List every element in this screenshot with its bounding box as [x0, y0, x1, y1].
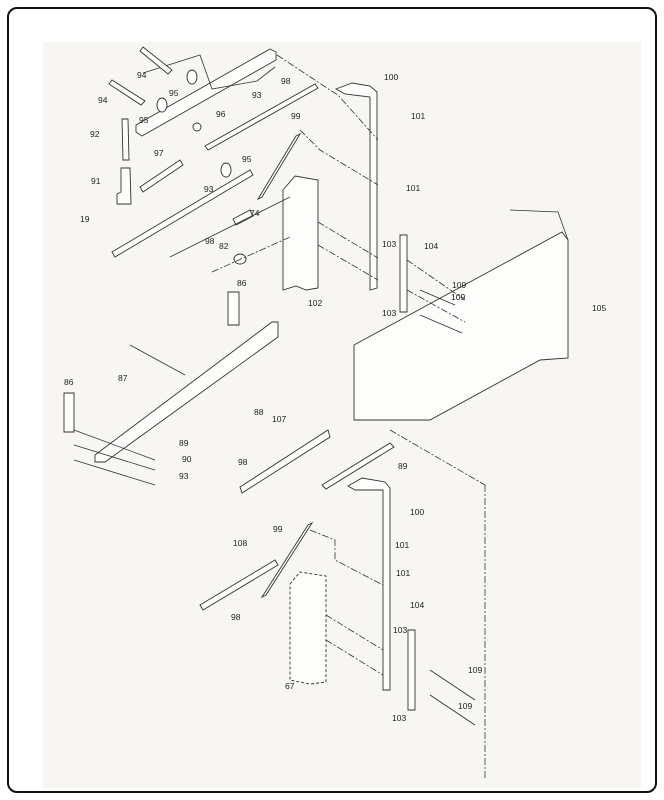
part-95-washer: [156, 97, 168, 113]
part-104-lower-bracket: [407, 629, 416, 711]
part-label-92: 92: [90, 129, 100, 139]
part-label-89: 89: [179, 438, 189, 448]
part-label-97: 97: [154, 148, 164, 158]
part-label-101: 101: [396, 568, 410, 578]
part-label-103: 103: [382, 239, 396, 249]
part-label-98: 98: [231, 612, 241, 622]
part-label-101: 101: [411, 111, 425, 121]
part-99-lower-lever: [260, 521, 314, 599]
part-label-86: 86: [64, 377, 74, 387]
part-98-mid-bar: [239, 429, 331, 494]
part-label-87: 87: [118, 373, 128, 383]
part-label-103: 103: [392, 713, 406, 723]
part-label-95: 95: [139, 115, 149, 125]
part-label-99: 99: [273, 524, 283, 534]
part-label-98: 98: [281, 76, 291, 86]
parts-drawing: [63, 46, 569, 780]
part-label-93: 93: [179, 471, 189, 481]
part-label-101: 101: [406, 183, 420, 193]
part-100-frame: [334, 82, 378, 291]
part-label-19: 19: [80, 214, 90, 224]
part-label-103: 103: [382, 308, 396, 318]
part-label-74: 74: [250, 208, 260, 218]
part-labels: 94 98 100 94 95 93 95 96 101 92 99 97 95 91 93 101 19 74 9…: [64, 70, 606, 723]
part-91-bracket: [116, 167, 132, 205]
part-label-105: 105: [592, 303, 606, 313]
part-86-comb: [63, 392, 75, 433]
part-99-lever: [256, 132, 302, 201]
part-label-67: 67: [285, 681, 295, 691]
part-label-98: 98: [205, 236, 215, 246]
part-93-lower-rail: [321, 442, 395, 490]
part-92-link: [121, 118, 130, 161]
part-88-bracket: [94, 321, 279, 463]
part-98-lower-bar: [111, 169, 254, 258]
part-label-107: 107: [272, 414, 286, 424]
part-label-101: 101: [395, 540, 409, 550]
part-label-94: 94: [98, 95, 108, 105]
part-93-rod: [139, 159, 184, 193]
part-label-100: 100: [384, 72, 398, 82]
part-95-washer: [186, 69, 198, 85]
part-74-sleeve: [232, 209, 254, 226]
part-100-lower-frame: [347, 477, 391, 691]
part-86-comb: [227, 291, 240, 326]
part-label-96: 96: [216, 109, 226, 119]
diagram-sheet: [43, 42, 641, 788]
part-label-89: 89: [398, 461, 408, 471]
part-label-102: 102: [308, 298, 322, 308]
part-label-95: 95: [169, 88, 179, 98]
part-label-104: 104: [410, 600, 424, 610]
part-label-95: 95: [242, 154, 252, 164]
part-label-88: 88: [254, 407, 264, 417]
part-105-plate: [353, 231, 569, 421]
part-label-93: 93: [252, 90, 262, 100]
part-label-93: 93: [204, 184, 214, 194]
part-label-94: 94: [137, 70, 147, 80]
part-98-bottom-bar: [199, 559, 279, 611]
part-96-nut: [192, 122, 202, 132]
part-label-103: 103: [393, 625, 407, 635]
part-93-rail: [204, 83, 319, 151]
part-label-99: 99: [291, 111, 301, 121]
part-label-109: 109: [451, 292, 465, 302]
part-label-109: 109: [452, 280, 466, 290]
part-67-block: [289, 571, 327, 685]
page-frame: [7, 7, 657, 793]
part-label-90: 90: [182, 454, 192, 464]
part-104-bracket: [399, 234, 408, 313]
part-94-pin: [139, 46, 173, 75]
part-98-upper-bar: [135, 48, 277, 137]
part-label-82: 82: [219, 241, 229, 251]
part-label-108: 108: [233, 538, 247, 548]
part-label-98: 98: [238, 457, 248, 467]
part-label-109: 109: [458, 701, 472, 711]
part-102-block: [282, 175, 319, 291]
part-label-100: 100: [410, 507, 424, 517]
part-95-washer: [220, 162, 232, 178]
part-label-104: 104: [424, 241, 438, 251]
part-94-pin: [108, 79, 146, 106]
part-label-109: 109: [468, 665, 482, 675]
part-label-91: 91: [91, 176, 101, 186]
part-label-86: 86: [237, 278, 247, 288]
